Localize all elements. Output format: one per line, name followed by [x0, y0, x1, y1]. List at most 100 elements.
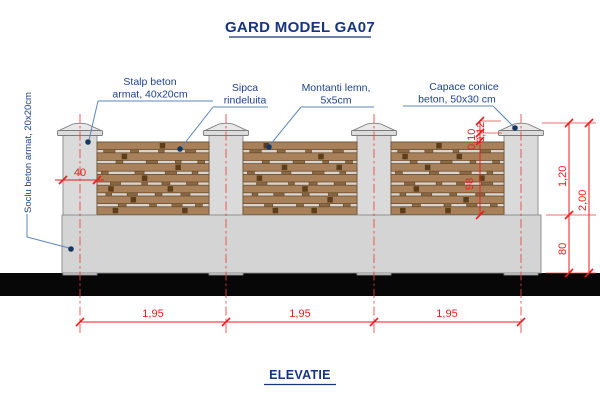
wood-gap-piece: [334, 182, 345, 185]
wood-knot: [311, 208, 317, 214]
wood-gap-piece: [159, 150, 165, 153]
wood-gap-piece: [110, 182, 120, 185]
wood-gap-piece: [400, 193, 406, 196]
label-montanti-line1: Montanti lemn,: [302, 82, 371, 94]
wood-board: [391, 142, 504, 150]
wood-gap-piece: [293, 160, 304, 163]
wood-gap-piece: [150, 204, 157, 207]
label-montanti-line2: 5x5cm: [321, 95, 352, 107]
wood-gap-piece: [346, 160, 353, 163]
wood-gap-piece: [467, 204, 477, 207]
wood-gap-piece: [480, 150, 490, 153]
leader-dot-montanti: [266, 144, 272, 150]
label-sipca-line2: rindeluita: [224, 95, 267, 107]
wood-knot: [463, 197, 469, 203]
label-capace-line2: beton, 50x30 cm: [418, 94, 496, 106]
wood-gap-piece: [460, 171, 471, 174]
wood-gap-piece: [297, 204, 304, 207]
wood-board: [243, 153, 357, 161]
wood-knot: [108, 186, 114, 192]
page-title: GARD MODEL GA07: [225, 19, 375, 36]
wood-gap-piece: [162, 182, 170, 185]
wood-board: [243, 185, 357, 193]
wood-gap-piece: [146, 160, 157, 163]
wood-knot: [336, 165, 342, 171]
wood-gap-piece: [487, 171, 493, 174]
wood-knot: [168, 186, 174, 192]
wood-gap-piece: [172, 204, 182, 207]
wood-knot: [425, 165, 431, 171]
wood-gap-piece: [248, 171, 255, 174]
wood-gap-piece: [302, 193, 309, 196]
wood-gap-piece: [450, 193, 457, 196]
wood-gap-piece: [493, 160, 500, 163]
wood-knot: [160, 143, 166, 149]
wood-gap-piece: [441, 160, 452, 163]
wood-gap-piece: [118, 204, 126, 207]
wood-gap-piece: [101, 171, 108, 174]
ground-strip: [0, 273, 600, 296]
leader-dot-stalp: [85, 139, 91, 145]
wood-knot: [327, 197, 333, 203]
wood-board: [97, 174, 209, 182]
wood-gap-piece: [175, 160, 181, 163]
wood-knot: [402, 154, 408, 160]
wood-gap-piece: [422, 193, 432, 196]
dim-bay-3: 1,95: [436, 308, 457, 320]
dim-pillar-top: 0,10: [466, 129, 478, 150]
wood-gap-piece: [398, 150, 409, 153]
wood-gap-piece: [155, 193, 162, 196]
wood-gap-piece: [142, 182, 148, 185]
view-label: ELEVATIE: [269, 368, 331, 382]
wood-gap-piece: [444, 204, 451, 207]
wood-gap-piece: [436, 182, 442, 185]
wood-board: [391, 185, 504, 193]
wood-gap-piece: [135, 171, 144, 174]
dim-total-height: 2,00: [577, 190, 589, 211]
wood-gap-piece: [250, 150, 261, 153]
wood-gap-piece: [257, 182, 267, 185]
wood-gap-piece: [329, 193, 338, 196]
wood-gap-piece: [198, 160, 205, 163]
wood-gap-piece: [277, 150, 285, 153]
wood-gap-piece: [196, 204, 203, 207]
wood-board: [243, 196, 357, 204]
wood-gap-piece: [313, 171, 324, 174]
wood-gap-piece: [274, 193, 284, 196]
label-capace-line1: Capace conice: [429, 81, 499, 93]
leader-dot-sipca: [177, 146, 183, 152]
wood-panel-1: [97, 142, 209, 215]
dim-bay-1: 1,95: [142, 308, 163, 320]
wood-gap-piece: [181, 193, 190, 196]
wood-gap-piece: [131, 150, 139, 153]
wood-gap-piece: [396, 171, 403, 174]
wood-gap-piece: [192, 171, 198, 174]
wood-gap-piece: [333, 150, 343, 153]
dim-panel-height: 98: [464, 178, 476, 190]
wood-knot: [282, 165, 288, 171]
wood-gap-piece: [490, 204, 497, 207]
wood-knot: [182, 208, 188, 214]
wood-gap-piece: [410, 160, 417, 163]
wood-gap-piece: [165, 171, 176, 174]
wood-knot: [142, 175, 148, 181]
wood-knot: [113, 208, 119, 214]
dim-bay-2: 1,95: [289, 308, 310, 320]
wood-gap-piece: [309, 182, 317, 185]
wood-gap-piece: [116, 160, 123, 163]
wood-knot: [302, 186, 308, 192]
wood-gap-piece: [282, 171, 291, 174]
wood-gap-piece: [481, 182, 492, 185]
wood-knot: [414, 186, 420, 192]
wood-knot: [122, 154, 128, 160]
wood-gap-piece: [104, 150, 115, 153]
wood-gap-piece: [412, 204, 420, 207]
wood-board: [391, 153, 504, 161]
wood-gap-piece: [323, 160, 329, 163]
label-stalp-line1: Stalp beton: [123, 76, 176, 88]
wood-knot: [257, 175, 263, 181]
wood-knot: [318, 154, 324, 160]
label-stalp-line2: armat, 40x20cm: [112, 89, 188, 101]
wood-gap-piece: [425, 150, 433, 153]
